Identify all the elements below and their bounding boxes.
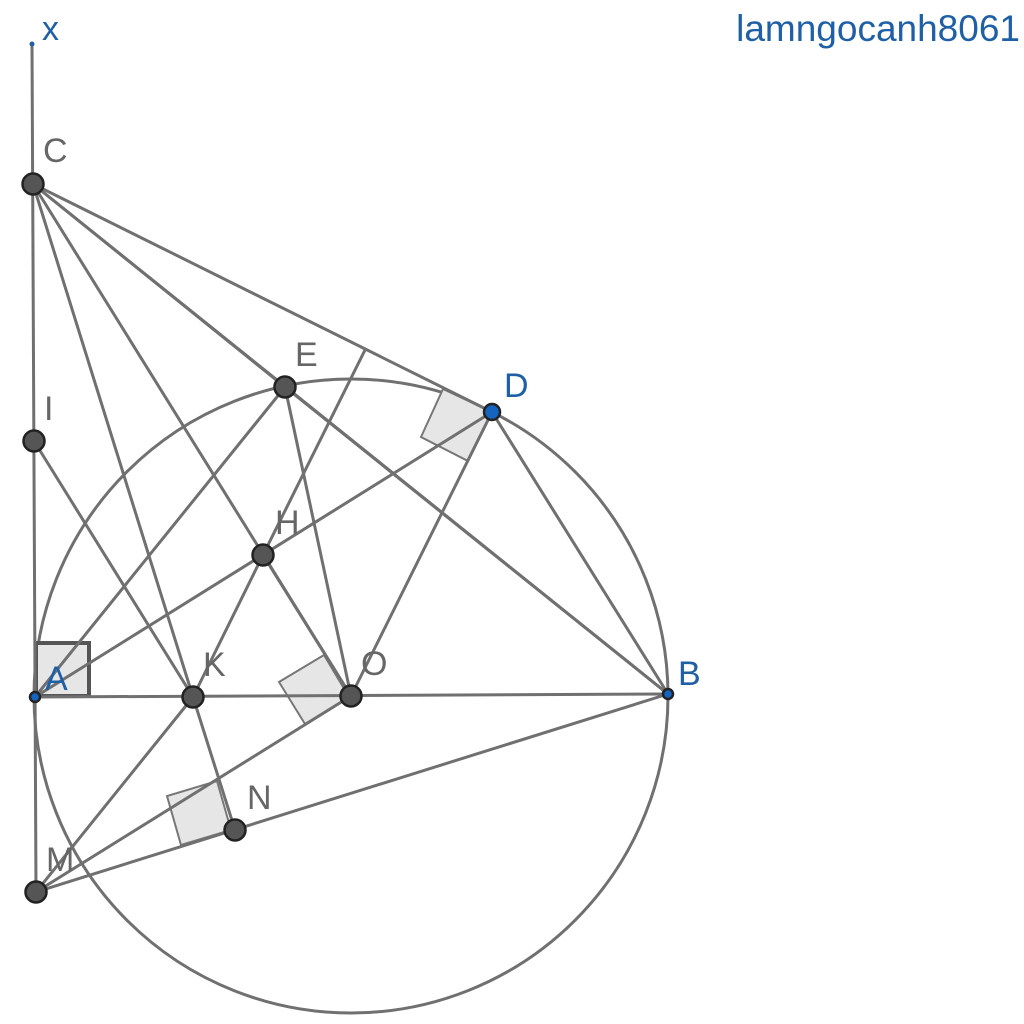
watermark-username: lamngocanh8061 [736,8,1020,49]
point-k [181,685,205,709]
segment-xm [30,42,38,894]
point-e [273,375,297,399]
segment-eo [283,385,353,698]
point-n [223,818,247,842]
label-b: B [678,655,701,693]
segment-ho [261,553,353,698]
point-i [22,429,46,453]
segment-db [490,410,670,696]
point-d [482,402,502,422]
point-a [28,690,42,704]
segment-ae [33,385,287,699]
label-m: M [46,841,74,879]
label-x: x [42,10,59,48]
label-o: O [361,645,387,683]
segment-do [349,410,494,698]
segment-hk [191,553,265,699]
segment-mb [34,692,670,894]
point-o [339,684,363,708]
point-b [661,687,675,701]
segment-mo [34,694,353,894]
label-n: N [247,779,272,817]
label-h: H [275,504,300,542]
label-i: I [44,390,53,428]
segment-eb [283,385,670,696]
segment-hf [261,348,367,557]
label-a: A [45,660,68,698]
label-e: E [295,336,318,374]
point-x [29,41,35,47]
right-angle-mark-o [277,653,351,726]
segment-kn [191,695,237,832]
label-c: C [43,132,68,170]
point-h [251,543,275,567]
segment-ck [31,182,195,699]
segment-cd [31,182,494,414]
label-d: D [504,367,529,405]
point-m [24,880,48,904]
label-k: K [203,646,226,684]
segment-mk [34,695,195,894]
point-c [21,172,45,196]
segment-ik [32,439,195,699]
